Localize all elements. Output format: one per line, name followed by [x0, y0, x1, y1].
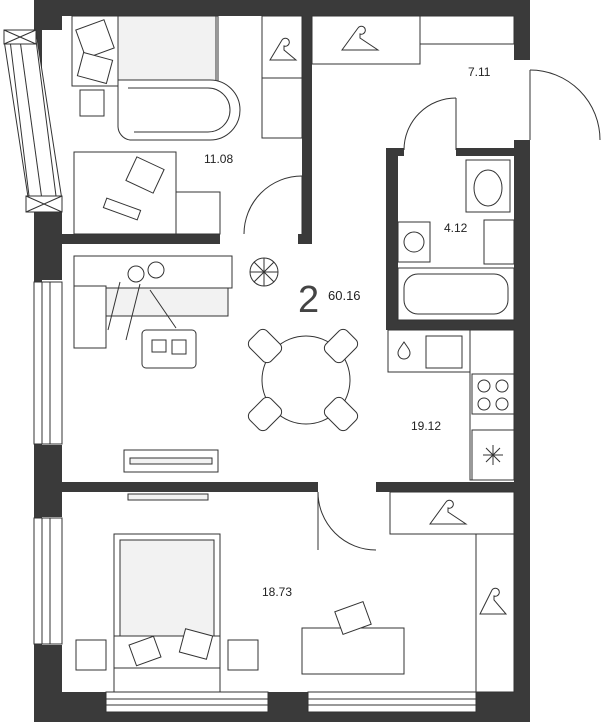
room-area-bedroom-bottom: 18.73 [262, 585, 292, 599]
hanger-icon [269, 37, 298, 61]
room-area-bathroom: 4.12 [444, 221, 468, 235]
hanger-icon [429, 499, 468, 525]
water-drop-icon [397, 341, 411, 360]
room-area-living-kitchen: 19.12 [411, 419, 441, 433]
bathroom-furniture [397, 159, 515, 321]
window-left-bedroom [33, 517, 63, 645]
window-bottom-2 [307, 691, 477, 713]
window-bottom-1 [105, 691, 269, 713]
balcony [3, 29, 63, 213]
door-bedroom-bottom [317, 491, 377, 551]
room-area-bedroom-top: 11.08 [204, 152, 233, 166]
rooms-count: 2 [298, 279, 319, 321]
door-bedroom-top [243, 175, 303, 235]
door-entrance [529, 69, 601, 141]
hallway-furniture [311, 15, 515, 65]
window-left-living [33, 281, 63, 445]
snowflake-icon [483, 445, 503, 465]
room-area-hallway: 7.11 [468, 65, 491, 79]
hanger-icon [479, 587, 508, 615]
door-bathroom [403, 97, 457, 151]
bedroom-top-furniture [71, 15, 303, 235]
bedroom-bottom-furniture [75, 491, 515, 693]
total-area: 60.16 [328, 288, 361, 303]
hanger-icon [341, 25, 380, 51]
